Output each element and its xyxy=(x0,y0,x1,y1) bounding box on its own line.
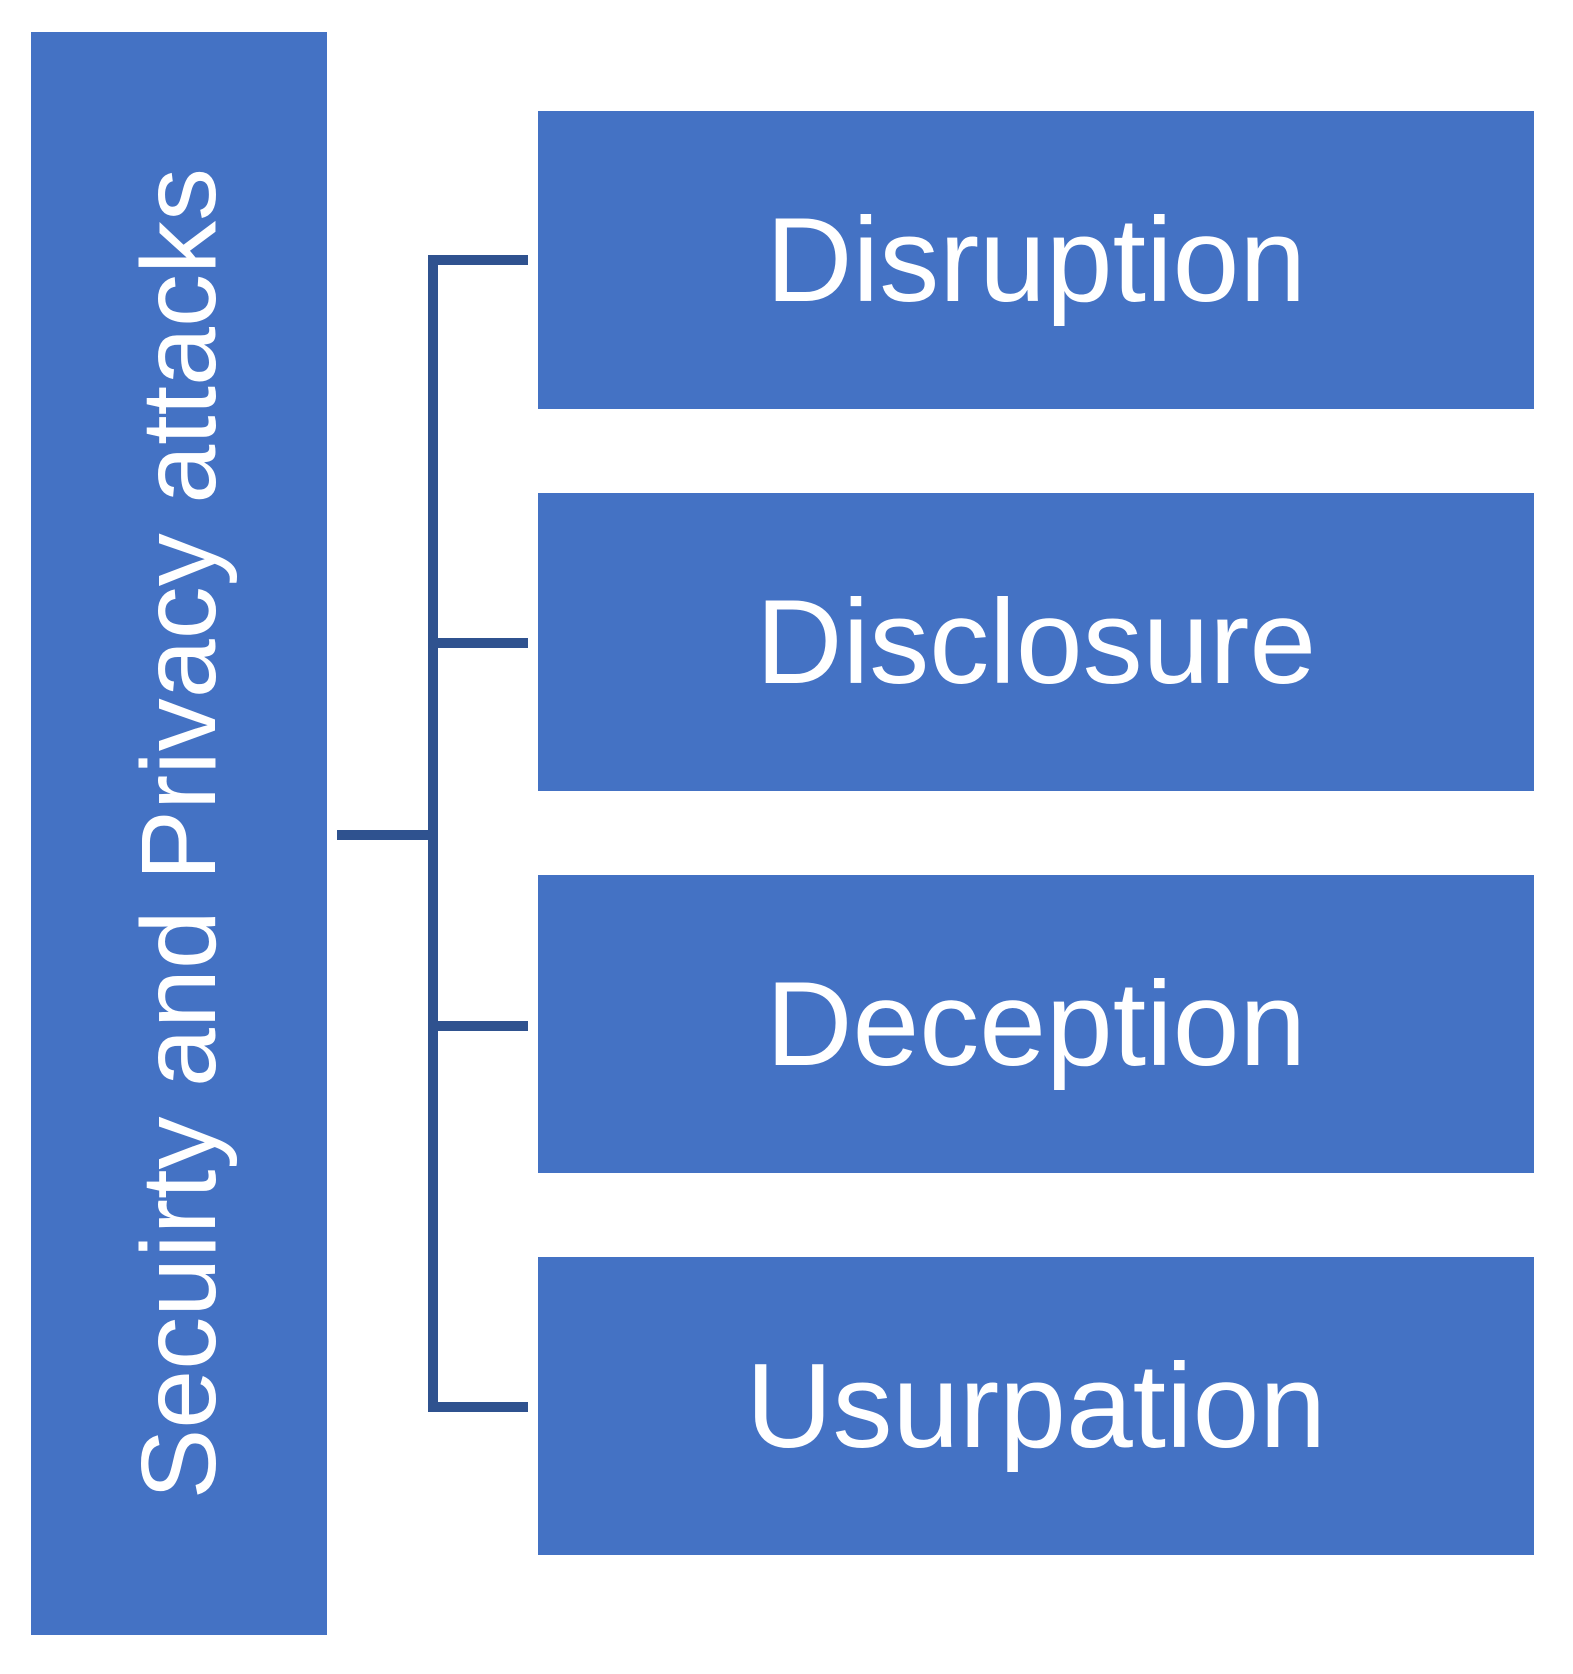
connector-branch-disruption xyxy=(428,255,528,265)
child-node-label: Usurpation xyxy=(745,1339,1327,1473)
root-node-security-privacy-attacks: Secuirty and Privacy attacks xyxy=(31,32,327,1635)
child-node-usurpation: Usurpation xyxy=(538,1257,1534,1555)
child-node-disruption: Disruption xyxy=(538,111,1534,409)
connector-branch-usurpation xyxy=(428,1402,528,1412)
child-node-label: Deception xyxy=(765,957,1307,1091)
connector-root-to-trunk xyxy=(337,830,438,840)
connector-branch-deception xyxy=(428,1021,528,1031)
child-node-label: Disclosure xyxy=(755,575,1317,709)
connector-trunk xyxy=(428,255,438,1412)
child-node-deception: Deception xyxy=(538,875,1534,1173)
connector-branch-disclosure xyxy=(428,638,528,648)
child-node-disclosure: Disclosure xyxy=(538,493,1534,791)
child-node-label: Disruption xyxy=(765,193,1307,327)
root-node-label: Secuirty and Privacy attacks xyxy=(120,167,238,1500)
